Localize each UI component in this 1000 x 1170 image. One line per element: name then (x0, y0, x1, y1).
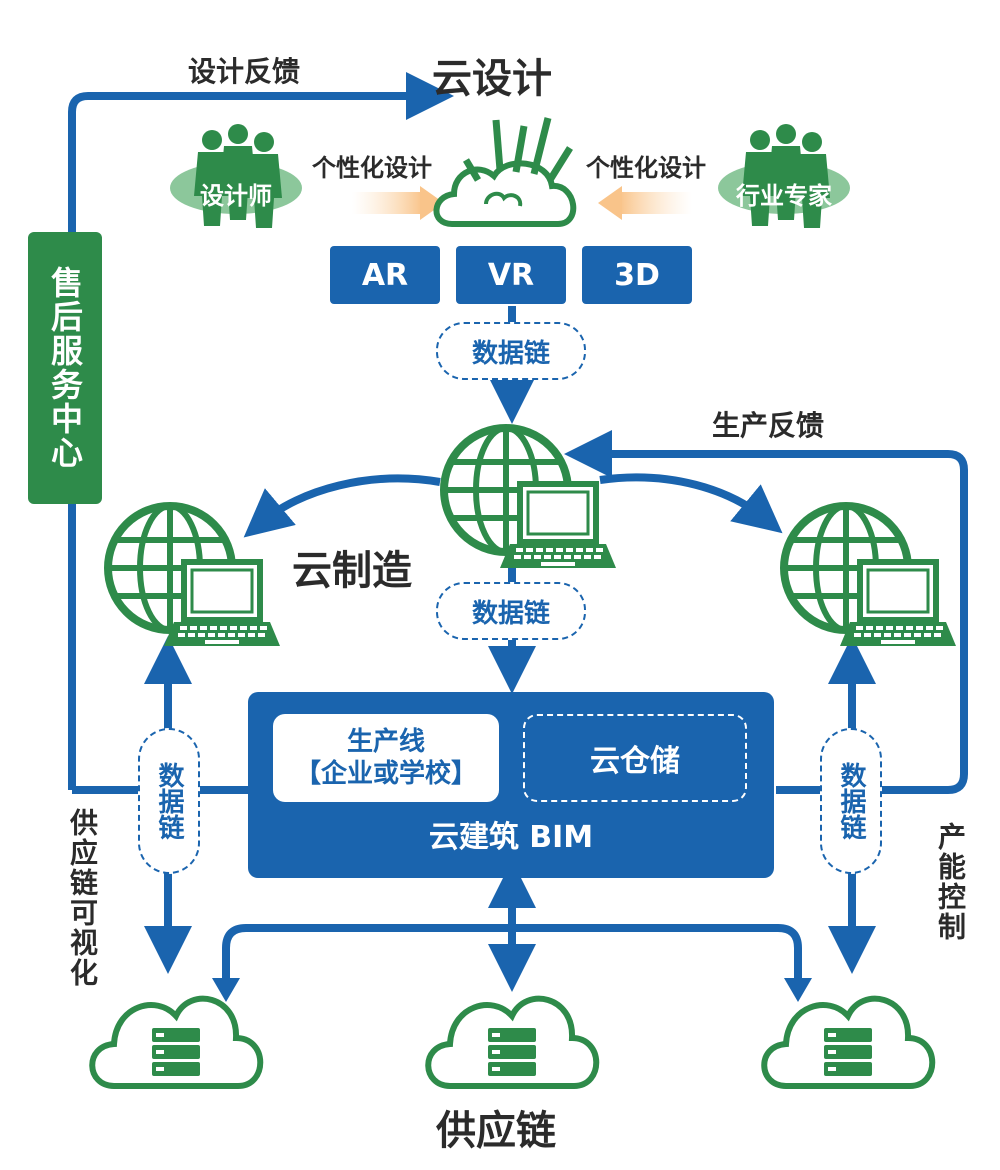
personalized-arrow-left (352, 192, 422, 214)
personalized-design-left-label: 个性化设计 (312, 154, 432, 182)
designer-group-icon (170, 124, 302, 228)
production-feedback-label: 生产反馈 (712, 409, 825, 442)
bim-label: 云建筑 BIM (428, 820, 594, 855)
production-line-subtitle: 【企业或学校】 (294, 759, 477, 789)
capacity-control-label: 产能控制 (934, 822, 967, 942)
production-line-box[interactable]: 生产线 【企业或学校】 (273, 714, 499, 802)
data-chain-top: 数据链 (436, 322, 586, 380)
supply-chain-title: 供应链 (436, 1108, 556, 1154)
cloud-design-icon (433, 117, 577, 227)
data-chain-right: 数据链 (820, 728, 882, 874)
personalized-design-right-label: 个性化设计 (586, 154, 706, 182)
cloud-storage-box[interactable]: 云仓储 (523, 714, 747, 802)
production-line-title: 生产线 (346, 727, 425, 757)
expert-group-icon (718, 124, 850, 228)
supply-cloud-left-icon (92, 999, 260, 1086)
left-cloud-manufacturing-globe-icon (108, 506, 280, 646)
data-chain-left: 数据链 (138, 728, 200, 874)
design-feedback-label: 设计反馈 (188, 55, 301, 88)
cloud-manufacturing-title: 云制造 (292, 548, 412, 594)
right-cloud-manufacturing-globe-icon (784, 506, 956, 646)
supply-cloud-center-icon (428, 999, 596, 1086)
supply-cloud-right-icon (764, 999, 932, 1086)
supply-chain-visualization-label: 供应链可视化 (66, 808, 99, 988)
designer-label: 设计师 (200, 182, 272, 210)
central-cloud-manufacturing-globe-icon (444, 428, 616, 568)
expert-label: 行业专家 (736, 182, 832, 210)
after-sales-service-center[interactable]: 售后服务中心 (28, 232, 102, 504)
tech-button-3d[interactable]: 3D (582, 246, 692, 304)
tech-button-ar[interactable]: AR (330, 246, 440, 304)
data-chain-middle: 数据链 (436, 582, 586, 640)
tech-button-vr[interactable]: VR (456, 246, 566, 304)
cloud-design-title: 云设计 (432, 56, 552, 102)
personalized-arrow-right (620, 192, 692, 214)
